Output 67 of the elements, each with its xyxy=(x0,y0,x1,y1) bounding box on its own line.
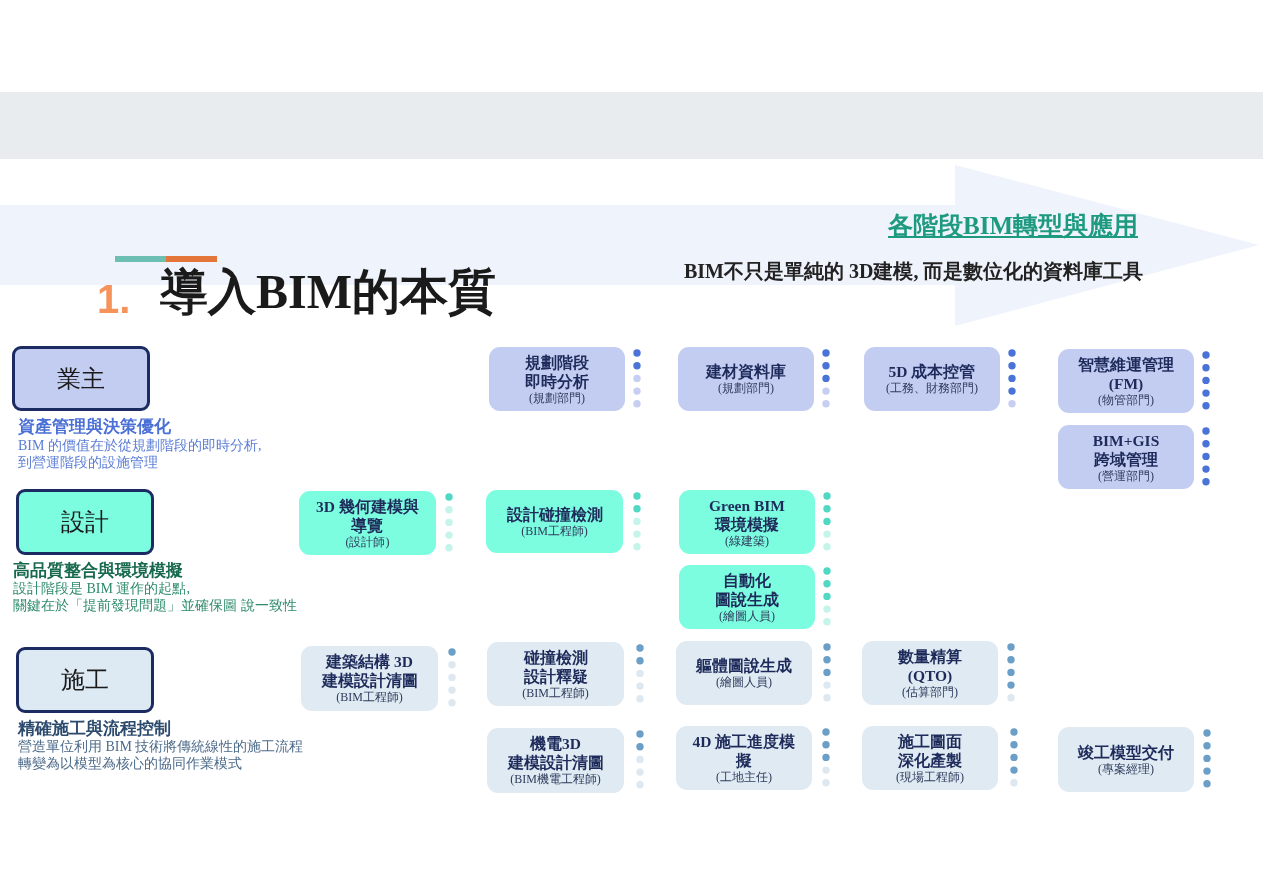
task-card xyxy=(1058,727,1194,792)
department-label: (估算部門) xyxy=(902,684,958,700)
department-label: (繪圖人員) xyxy=(716,675,772,690)
department-label: (BIM工程師) xyxy=(522,685,589,701)
department-label: (現場工程師) xyxy=(896,769,964,785)
task-card xyxy=(299,491,436,555)
department-label: (綠建築) xyxy=(725,533,769,549)
card-title: Green BIM環境模擬 xyxy=(709,495,785,534)
department-label: (規劃部門) xyxy=(529,390,585,406)
task-card xyxy=(676,641,812,705)
department-label: (工地主任) xyxy=(716,769,772,785)
card-title: 5D 成本控管 xyxy=(888,362,976,381)
phase-box xyxy=(12,346,150,411)
task-card xyxy=(864,347,1000,411)
department-label: (規劃部門) xyxy=(718,381,774,396)
department-label: (繪圖人員) xyxy=(719,608,775,624)
card-title: 3D 幾何建模與導覽 xyxy=(316,496,419,535)
phase-heading: 高品質整合與環境模擬 xyxy=(13,561,183,581)
task-card xyxy=(1058,425,1194,489)
task-card xyxy=(678,347,814,411)
task-card xyxy=(487,728,624,793)
card-title: 竣工模型交付 xyxy=(1078,742,1174,762)
section-number: 1. xyxy=(97,279,131,319)
phase-box xyxy=(16,489,154,555)
card-title: 數量精算(QTO) xyxy=(898,646,962,685)
task-card xyxy=(679,490,815,554)
task-card xyxy=(679,565,815,629)
card-title: 機電3D建模設計清圖 xyxy=(507,734,604,772)
card-title: 規劃階段即時分析 xyxy=(525,352,589,391)
phase-heading: 精確施工與流程控制 xyxy=(18,719,171,739)
task-card xyxy=(486,490,623,553)
card-title: BIM+GIS跨域管理 xyxy=(1092,430,1160,469)
department-label: (工務、財務部門) xyxy=(886,381,978,396)
card-title: 軀體圖說生成 xyxy=(696,656,792,675)
phase-label: 設計 xyxy=(61,508,109,536)
phase-box xyxy=(16,647,154,713)
tagline: BIM不只是單純的 3D建模, 而是數位化的資料庫工具 xyxy=(684,259,1144,283)
department-label: (設計師) xyxy=(345,534,390,550)
card-title: 施工圖面深化產製 xyxy=(898,731,962,770)
card-title: 智慧維運管理(FM) xyxy=(1078,354,1174,393)
section-heading: 各階段BIM轉型與應用 xyxy=(888,212,1138,240)
task-card xyxy=(487,642,624,706)
phase-description: 設計階段是 BIM 運作的起點,關鍵在於「提前發現問題」並確保圖 說一致性 xyxy=(13,580,297,614)
card-title: 碰撞檢測設計釋疑 xyxy=(523,647,588,686)
task-card xyxy=(489,347,625,411)
task-card xyxy=(862,641,998,705)
department-label: (BIM機電工程師) xyxy=(510,772,601,787)
department-label: (專案經理) xyxy=(1098,761,1154,777)
phase-description: 營造單位利用 BIM 技術將傳統線性的施工流程轉變為以模型為核心的協同作業模式 xyxy=(18,738,304,772)
phase-label: 施工 xyxy=(61,666,109,694)
task-card xyxy=(301,646,438,711)
card-title: 4D 施工進度模擬 xyxy=(692,731,796,770)
phase-description: BIM 的價值在於從規劃階段的即時分析,到營運階段的設施管理 xyxy=(18,437,262,471)
task-card xyxy=(676,726,812,790)
card-title: 建築結構 3D建模設計清圖 xyxy=(321,652,418,690)
task-card xyxy=(862,726,998,790)
department-label: (營運部門) xyxy=(1098,468,1154,484)
card-title: 建材資料庫 xyxy=(706,362,786,381)
department-label: (BIM工程師) xyxy=(521,523,588,539)
page-title: 導入BIM的本質 xyxy=(160,266,496,318)
task-card xyxy=(1058,349,1194,413)
phase-label: 業主 xyxy=(57,364,105,393)
phase-heading: 資產管理與決策優化 xyxy=(18,417,171,437)
card-title: 自動化圖說生成 xyxy=(715,570,779,609)
card-title: 設計碰撞檢測 xyxy=(506,504,603,524)
department-label: (物管部門) xyxy=(1098,392,1154,408)
department-label: (BIM工程師) xyxy=(336,690,403,705)
